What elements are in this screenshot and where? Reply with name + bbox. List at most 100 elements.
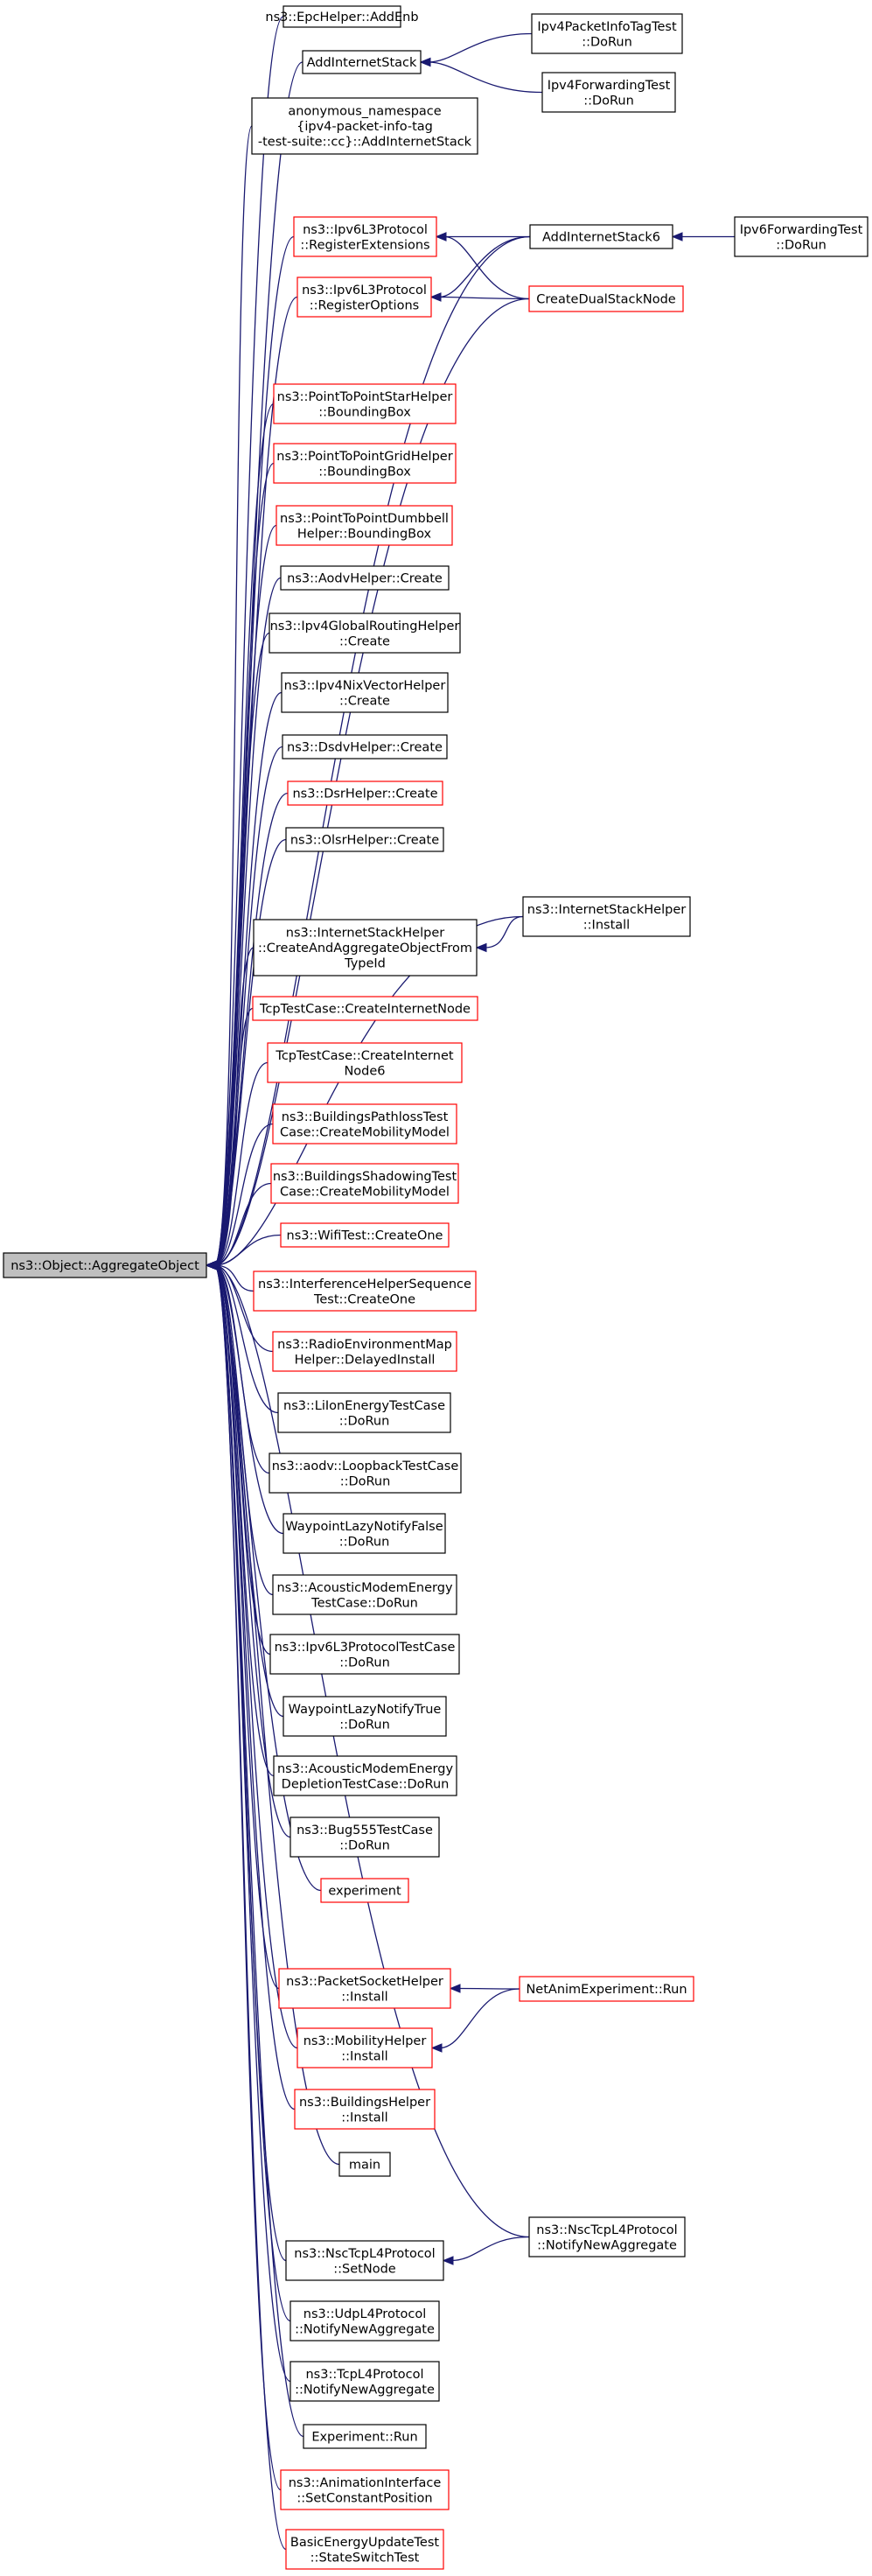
node-ipv6forwardingtest-dorun[interactable]: Ipv6ForwardingTest::DoRun [734, 216, 869, 257]
node-label-line: ns3::Bug555TestCase [296, 1824, 433, 1838]
node-aodv-loopback-dorun[interactable]: ns3::aodv::LoopbackTestCase::DoRun [269, 1452, 462, 1494]
node-experiment[interactable]: experiment [320, 1878, 409, 1903]
node-internetstackhelper-install[interactable]: ns3::InternetStackHelper::Install [522, 896, 691, 937]
node-addinternetstack6[interactable]: AddInternetStack6 [529, 224, 673, 249]
node-aggregate-object[interactable]: ns3::Object::AggregateObject [3, 1252, 207, 1278]
node-label-line: WaypointLazyNotifyTrue [289, 1703, 442, 1717]
node-label-line: ::Create [339, 634, 390, 648]
node-nsctcpl4-setnode[interactable]: ns3::NscTcpL4Protocol::SetNode [285, 2240, 444, 2281]
node-ptp-grid-boundingbox[interactable]: ns3::PointToPointGridHelper::BoundingBox [273, 443, 457, 484]
node-wifitest-createone[interactable]: ns3::WifiTest::CreateOne [280, 1222, 450, 1248]
node-netanimexperiment-run[interactable]: NetAnimExperiment::Run [519, 1976, 694, 2002]
node-bug555-dorun[interactable]: ns3::Bug555TestCase::DoRun [290, 1816, 440, 1858]
node-ipv4packetinfotagtest-dorun[interactable]: Ipv4PacketInfoTagTest::DoRun [531, 13, 683, 54]
node-packetsockethelper-install[interactable]: ns3::PacketSocketHelper::Install [278, 1968, 451, 2009]
node-label-line: anonymous_namespace [288, 105, 441, 119]
node-udpl4-notifynewaggregate[interactable]: ns3::UdpL4Protocol::NotifyNewAggregate [290, 2300, 440, 2342]
node-label-line: ::DoRun [339, 1414, 390, 1428]
node-interferencehelper-createone[interactable]: ns3::InterferenceHelperSequenceTest::Cre… [253, 1270, 477, 1312]
node-label-line: ::RegisterOptions [310, 298, 419, 312]
node-box [283, 5, 401, 28]
node-label-line: {ipv4-packet-info-tag [296, 120, 433, 134]
edge-line [457, 1987, 520, 1990]
node-experiment-run[interactable]: Experiment::Run [303, 2424, 427, 2449]
node-label-line: ns3::PointToPointDumbbell [280, 512, 449, 526]
node-internetstack-createaggregate[interactable]: ns3::InternetStackHelper::CreateAndAggre… [253, 919, 478, 976]
node-liionenergy-dorun[interactable]: ns3::LiIonEnergyTestCase::DoRun [277, 1392, 451, 1433]
node-layer: ns3::Object::AggregateObject ns3::EpcHelp… [3, 5, 869, 2570]
node-mobilityhelper-install[interactable]: ns3::MobilityHelper::Install [296, 2027, 433, 2068]
node-tcpl4-notifynewaggregate[interactable]: ns3::TcpL4Protocol::NotifyNewAggregate [290, 2361, 440, 2402]
edge-internetstackhelper-install-to-internetstack-createaggregate [475, 915, 524, 953]
node-box [287, 780, 443, 806]
node-label-line: ns3::Ipv6L3ProtocolTestCase [275, 1641, 456, 1655]
node-buildingshelper-install[interactable]: ns3::BuildingsHelper::Install [294, 2089, 436, 2130]
node-dsdvhelper-create[interactable]: ns3::DsdvHelper::Create [282, 734, 448, 760]
node-label-line: ns3::Ipv4NixVectorHelper [284, 679, 446, 693]
node-box [290, 2361, 440, 2402]
node-box [285, 2240, 444, 2281]
node-box [269, 612, 461, 654]
node-box [251, 97, 478, 155]
node-ipv6l3-registeroptions[interactable]: ns3::Ipv6L3Protocol::RegisterOptions [296, 276, 432, 318]
node-label-line: Ipv4ForwardingTest [548, 79, 671, 93]
node-basicenergyupdate-stateswitchtest[interactable]: BasicEnergyUpdateTest::StateSwitchTest [285, 2529, 444, 2570]
node-anon-addinternetstack[interactable]: anonymous_namespace{ipv4-packet-info-tag… [251, 97, 478, 155]
node-ipv6l3-registerextensions[interactable]: ns3::Ipv6L3Protocol::RegisterExtensions [293, 216, 437, 257]
node-ipv6l3protocoltestcase-dorun[interactable]: ns3::Ipv6L3ProtocolTestCase::DoRun [269, 1634, 460, 1675]
arrowhead [429, 292, 442, 302]
edge-line [213, 1007, 254, 1266]
arrowhead [205, 1260, 217, 1270]
node-waypointlazytrue-dorun[interactable]: WaypointLazyNotifyTrue::DoRun [283, 1696, 447, 1737]
node-box [253, 1270, 477, 1312]
node-label-line: ::DoRun [582, 35, 632, 49]
node-label-line: ::SetNode [333, 2262, 396, 2276]
node-box [272, 1331, 457, 1372]
node-label-line: ns3::BuildingsShadowingTest [273, 1170, 457, 1184]
node-aodvhelper-create[interactable]: ns3::AodvHelper::Create [280, 565, 450, 591]
node-box [280, 2469, 450, 2510]
node-ptp-dumbbell-boundingbox[interactable]: ns3::PointToPointDumbbellHelper::Boundin… [276, 505, 453, 546]
edge-line [213, 1234, 282, 1266]
node-label-line: ns3::NscTcpL4Protocol [294, 2247, 435, 2261]
node-box [293, 216, 437, 257]
node-epchelper-addenb[interactable]: ns3::EpcHelper::AddEnb [265, 5, 419, 28]
node-tcptestcase-createinternetnode[interactable]: TcpTestCase::CreateInternetNode [252, 996, 478, 1021]
node-label-line: ::Create [339, 694, 390, 708]
node-nsctcpl4-notifynewaggregate[interactable]: ns3::NscTcpL4Protocol::NotifyNewAggregat… [528, 2216, 686, 2258]
node-label-line: ns3::UdpL4Protocol [303, 2307, 427, 2321]
node-ipv4nixvector-create[interactable]: ns3::Ipv4NixVectorHelper::Create [281, 672, 449, 713]
node-box [302, 50, 422, 74]
node-ipv4globalrouting-create[interactable]: ns3::Ipv4GlobalRoutingHelper::Create [269, 612, 461, 654]
node-box [283, 1513, 446, 1554]
node-box [267, 1042, 463, 1083]
node-ptp-star-boundingbox[interactable]: ns3::PointToPointStarHelper::BoundingBox [273, 383, 457, 424]
node-main[interactable]: main [338, 2152, 391, 2177]
node-label-line: ::Install [341, 2110, 387, 2124]
edge-line [213, 125, 253, 1266]
node-createdualstacknode[interactable]: CreateDualStackNode [528, 285, 684, 312]
node-label-line: TypeId [344, 957, 386, 971]
node-box [290, 2300, 440, 2342]
node-dsrhelper-create[interactable]: ns3::DsrHelper::Create [287, 780, 443, 806]
node-radioenvmap-delayedinstall[interactable]: ns3::RadioEnvironmentMapHelper::DelayedI… [272, 1331, 457, 1372]
node-label-line: ::BoundingBox [318, 465, 411, 479]
node-label-line: ns3::PacketSocketHelper [286, 1975, 443, 1989]
node-buildingsshadowing-createmobility[interactable]: ns3::BuildingsShadowingTestCase::CreateM… [270, 1163, 459, 1204]
node-box [273, 443, 457, 484]
node-animationinterface-setconstantposition[interactable]: ns3::AnimationInterface::SetConstantPosi… [280, 2469, 450, 2510]
node-addinternetstack[interactable]: AddInternetStack [302, 50, 422, 74]
node-box [303, 2424, 427, 2449]
arrowhead [435, 232, 447, 242]
node-box [285, 827, 444, 852]
node-box [269, 1634, 460, 1675]
node-waypointlazyfalse-dorun[interactable]: WaypointLazyNotifyFalse::DoRun [283, 1513, 446, 1554]
node-buildingspathloss-createmobility[interactable]: ns3::BuildingsPathlossTestCase::CreateMo… [272, 1103, 457, 1144]
node-acousticmodemdepletion-dorun[interactable]: ns3::AcousticModemEnergyDepletionTestCas… [273, 1755, 457, 1796]
node-ipv4forwardingtest-dorun[interactable]: Ipv4ForwardingTest::DoRun [541, 72, 676, 113]
node-label-line: ns3::AcousticModemEnergy [277, 1762, 453, 1776]
node-label-line: TcpTestCase::CreateInternetNode [259, 1003, 471, 1017]
node-olsrhelper-create[interactable]: ns3::OlsrHelper::Create [285, 827, 444, 852]
